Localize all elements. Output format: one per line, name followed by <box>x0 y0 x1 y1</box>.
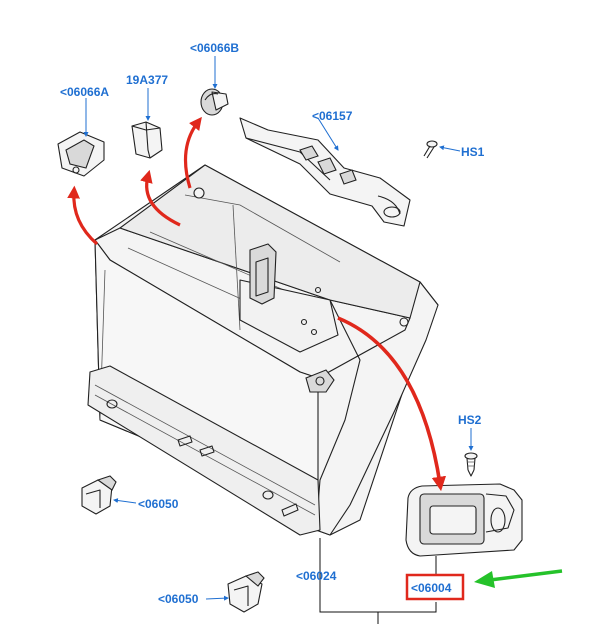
label-06004: <06004 <box>411 581 452 595</box>
leader-lines <box>83 56 474 624</box>
clip-06050-lower <box>227 571 265 613</box>
hinge-bracket-06157 <box>239 117 411 227</box>
screw-HS1 <box>423 140 438 159</box>
clip-19A377 <box>131 121 163 159</box>
latch-catch-06066A <box>57 131 105 177</box>
highlight-box-06004 <box>405 573 465 601</box>
label-06050-lower: <06050 <box>158 592 199 606</box>
label-06024: <06024 <box>296 569 337 583</box>
callout-labels: <06066B 19A377 <06066A <06157 HS1 HS2 <0… <box>60 41 485 606</box>
screw-HS2 <box>464 452 478 477</box>
label-HS1: HS1 <box>461 145 485 159</box>
label-06050-upper: <06050 <box>138 497 179 511</box>
bumper-06066B <box>200 88 229 116</box>
clip-06050-upper <box>81 475 117 515</box>
label-06157: <06157 <box>312 109 353 123</box>
label-19A377: 19A377 <box>126 73 168 87</box>
handle-06004 <box>405 483 523 557</box>
label-06066A: <06066A <box>60 85 109 99</box>
label-06066B: <06066B <box>190 41 239 55</box>
assembly-arrows <box>67 116 447 492</box>
label-HS2: HS2 <box>458 413 482 427</box>
glove-box-bin <box>87 164 439 536</box>
pointer-arrow <box>474 569 563 588</box>
